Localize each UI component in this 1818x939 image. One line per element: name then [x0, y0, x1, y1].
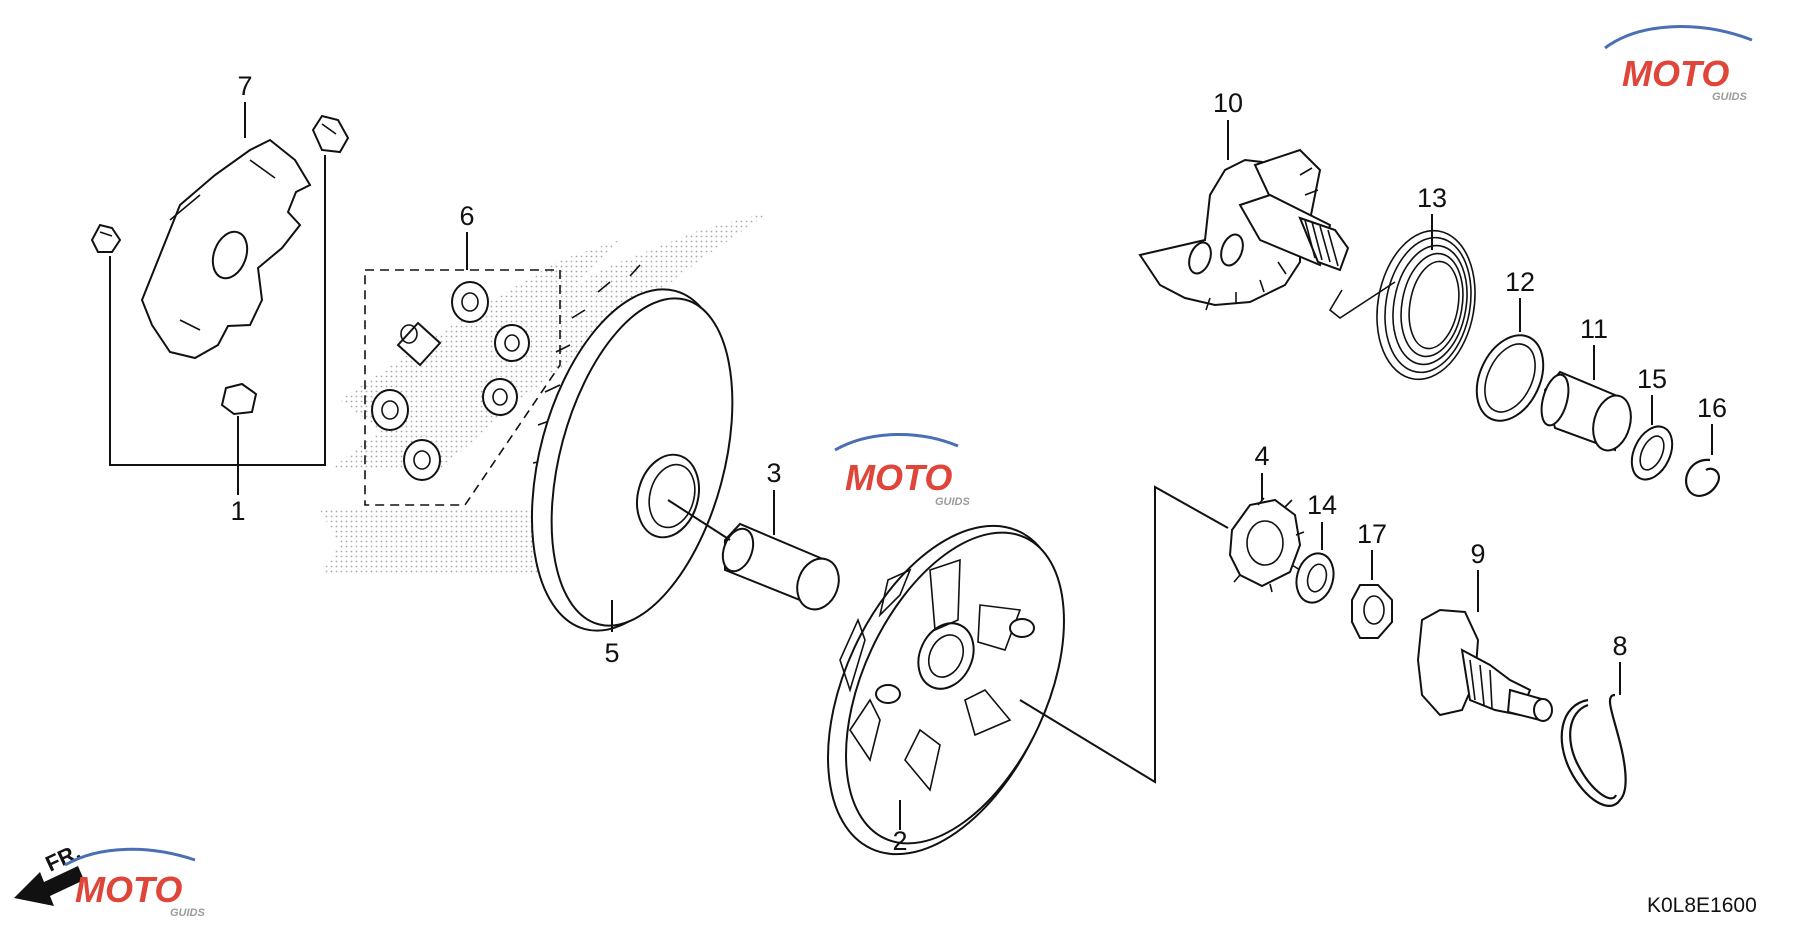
watermark-center: MOTO GUIDS: [834, 433, 971, 508]
callout-4: 4: [1254, 441, 1269, 471]
watermark-brand: MOTO: [75, 869, 182, 910]
part-17-nut: [1351, 550, 1393, 639]
part-9-starter-gear: [1416, 570, 1553, 722]
part-1-slider-bottom: [220, 382, 258, 416]
roller-3: [494, 324, 530, 362]
diagram-code: K0L8E1600: [1647, 894, 1757, 917]
callout-9: 9: [1470, 539, 1485, 569]
roller-6: [403, 439, 441, 481]
callout-2: 2: [892, 826, 907, 856]
part-2-fan-pulley: [827, 524, 1065, 856]
part-15-washer: [1630, 395, 1674, 481]
watermark-sub: GUIDS: [170, 907, 206, 919]
watermark-sub: GUIDS: [1712, 91, 1748, 103]
part-10-kick-spindle: [1138, 120, 1350, 311]
part-4-ratchet: [1228, 473, 1305, 593]
callout-17: 17: [1357, 519, 1387, 549]
part-16-clip: [1684, 424, 1720, 497]
part-11-collar: [1540, 345, 1632, 452]
roller-2: [396, 321, 442, 367]
part-3-collar: [667, 490, 840, 611]
background-wing-logo: [320, 212, 770, 575]
callout-1: 1: [230, 496, 245, 526]
part-1-slider-left: [90, 223, 122, 253]
callout-6: 6: [459, 201, 474, 231]
callout-13: 13: [1417, 183, 1447, 213]
part-12-ring: [1475, 298, 1545, 422]
part-1-bracket: [109, 155, 326, 495]
callout-3: 3: [766, 458, 781, 488]
watermark-sub: GUIDS: [935, 496, 971, 508]
watermark-brand: MOTO: [1622, 53, 1729, 94]
part-2-4-bracket: [1019, 485, 1229, 784]
watermark-bottom-left: MOTO GUIDS: [64, 847, 206, 919]
part-8-circlip: [1560, 662, 1627, 807]
watermark-top-right: MOTO GUIDS: [1604, 25, 1753, 103]
callout-11: 11: [1580, 314, 1608, 344]
part-13-spring: [1328, 214, 1476, 381]
callout-16: 16: [1697, 393, 1727, 423]
part-1-slider-top: [311, 114, 350, 154]
part-7-plate: [140, 138, 312, 360]
watermark-brand: MOTO: [845, 457, 952, 498]
roller-1: [451, 281, 489, 323]
front-direction-marker: FR.: [14, 839, 84, 906]
callout-15: 15: [1637, 364, 1667, 394]
part-14-washer: [1295, 522, 1335, 604]
callout-7: 7: [237, 71, 252, 101]
part-5-drive-face: [530, 264, 734, 632]
callout-12: 12: [1505, 267, 1535, 297]
callout-8: 8: [1612, 631, 1627, 661]
callout-14: 14: [1307, 490, 1337, 520]
part-6-rollers: [364, 232, 561, 506]
callout-5: 5: [604, 638, 619, 668]
roller-4: [371, 389, 409, 431]
callout-labels: 1 2 3 4 5 6 7 8 9 10 11 12 13 14 15 16 1…: [230, 71, 1727, 856]
callout-10: 10: [1213, 88, 1243, 118]
roller-5: [482, 378, 518, 416]
